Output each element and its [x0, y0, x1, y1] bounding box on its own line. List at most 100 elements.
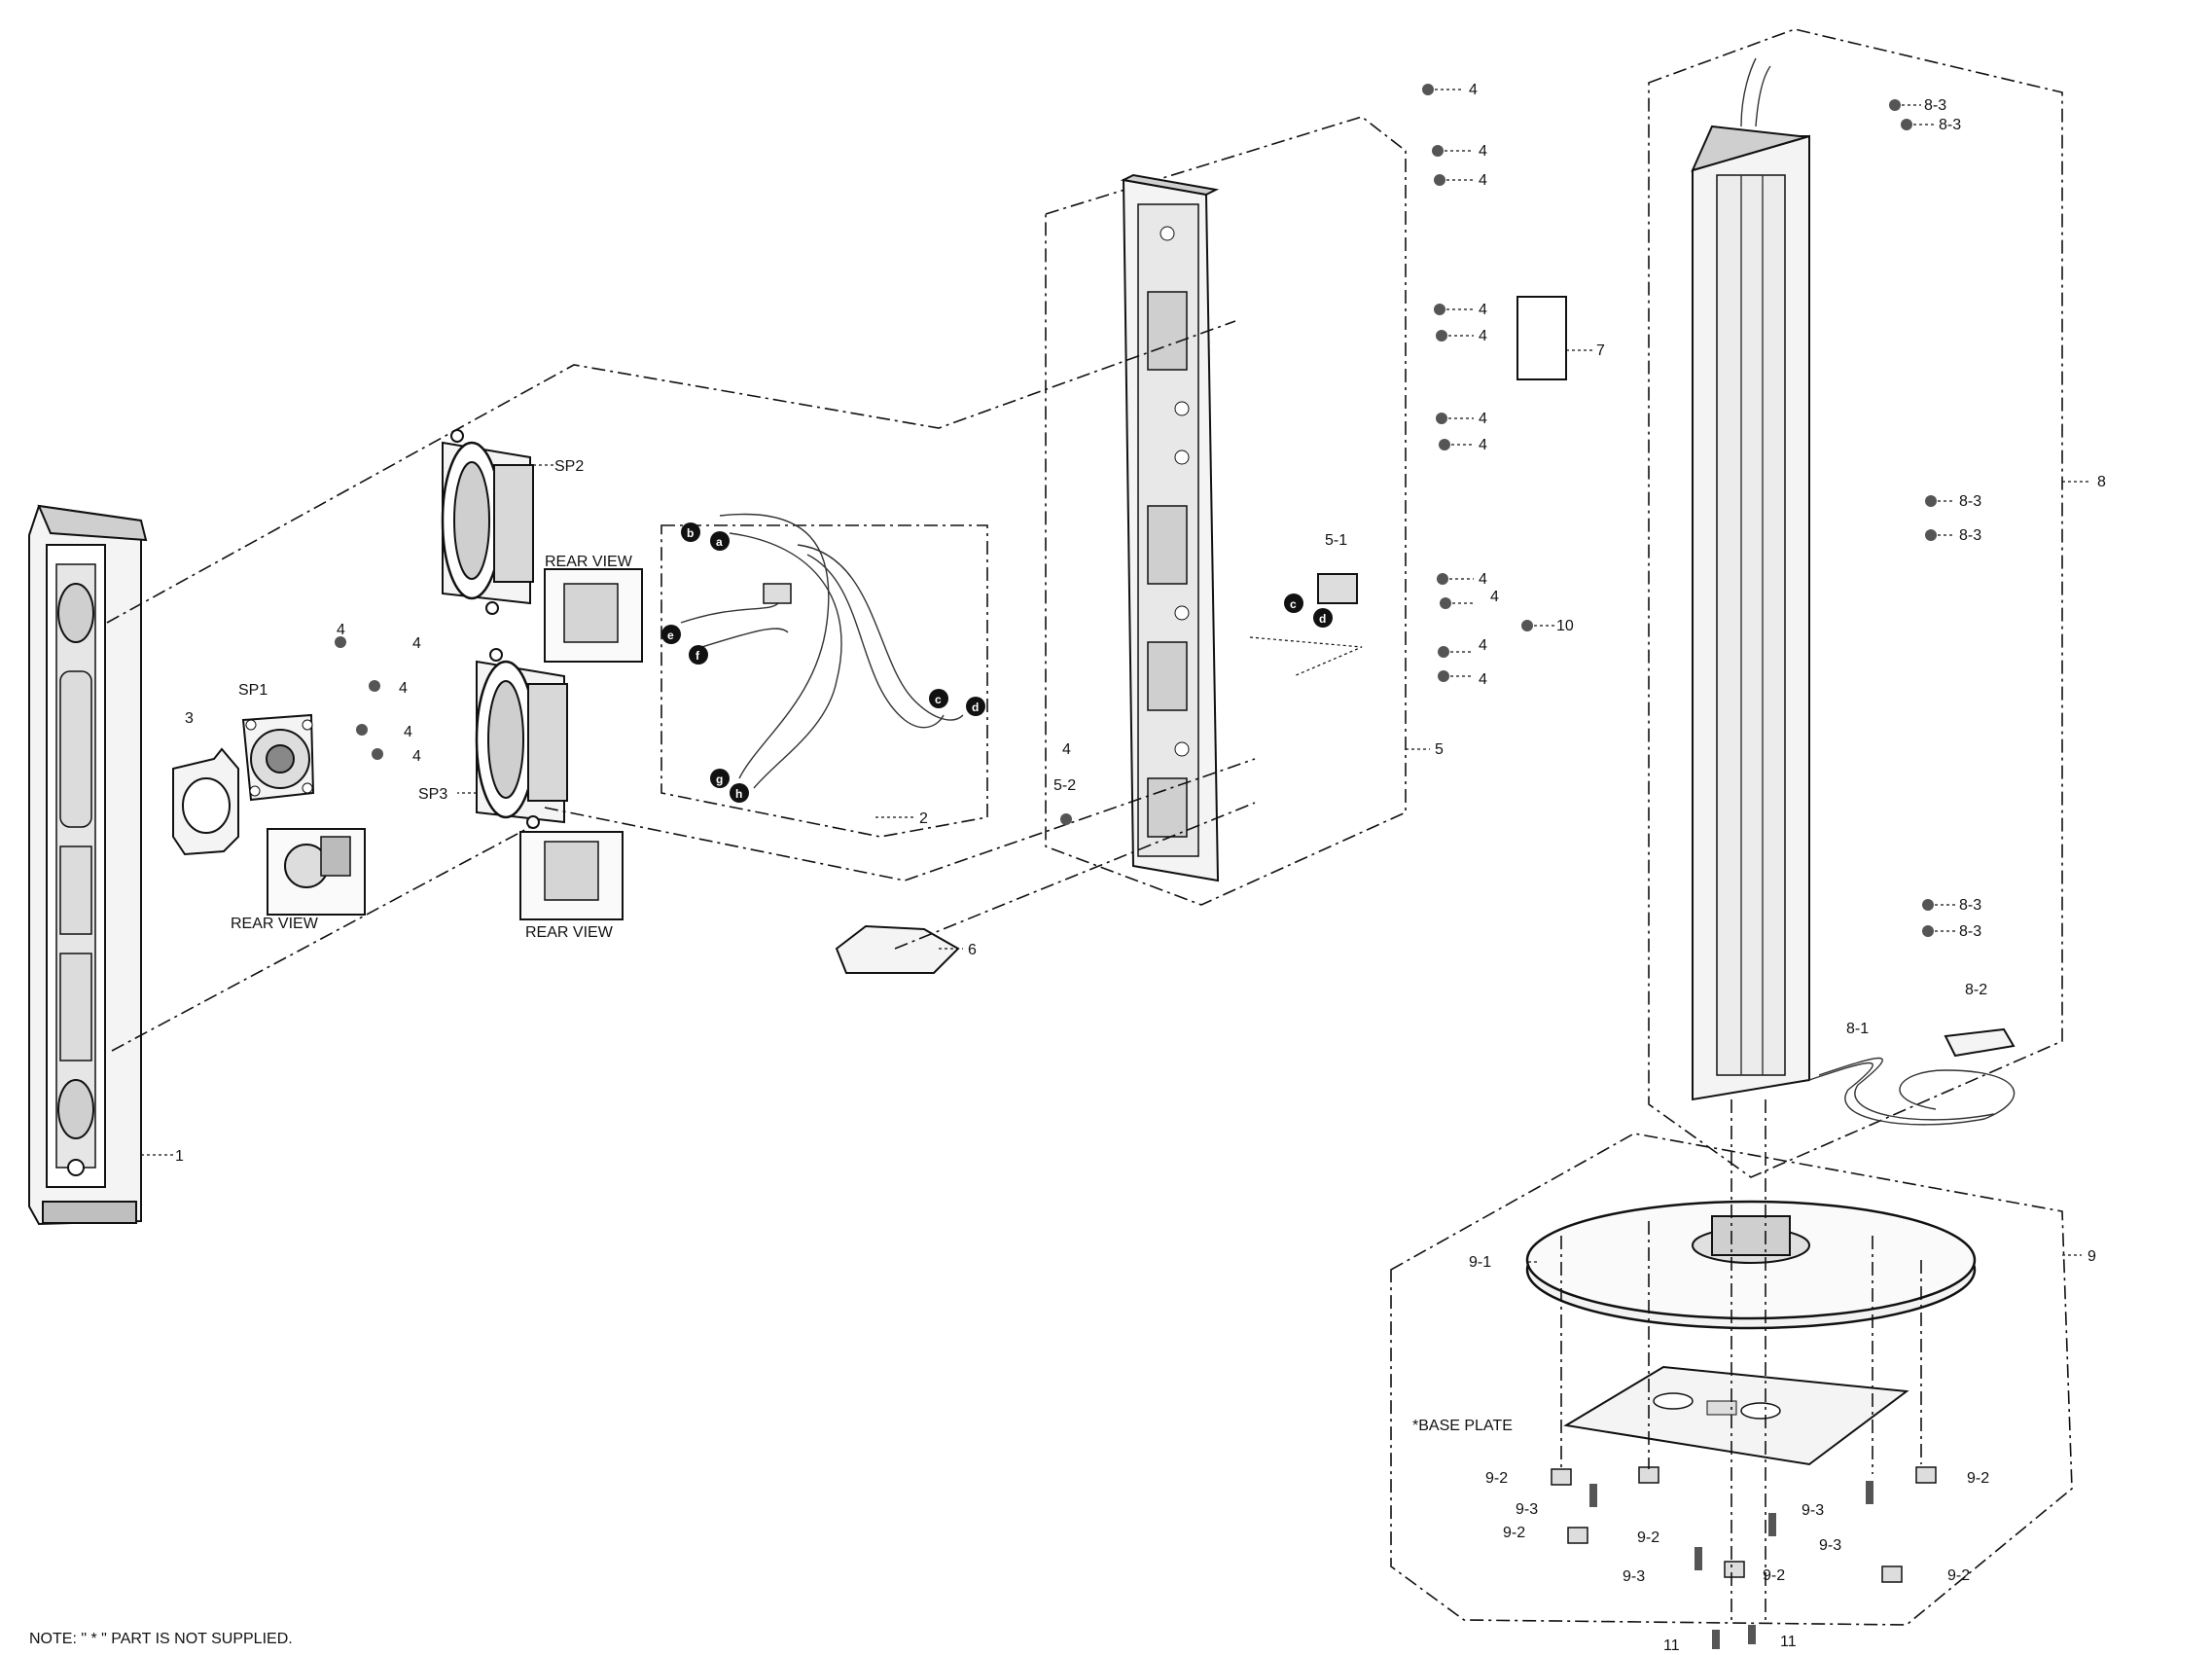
label-rear-view-sp2: REAR VIEW — [545, 554, 633, 570]
callout-4: 4 — [404, 724, 412, 740]
callout-9-2: 9-2 — [1637, 1529, 1659, 1546]
callout-6: 6 — [968, 942, 977, 958]
footnote: NOTE: " * " PART IS NOT SUPPLIED. — [29, 1631, 293, 1647]
callout-4: 4 — [1490, 589, 1499, 605]
marker-d — [966, 697, 985, 716]
callout-2: 2 — [919, 810, 928, 827]
assembly-lines — [106, 320, 1922, 1625]
callout-4: 4 — [1479, 671, 1487, 688]
part-1-front-grille — [28, 504, 148, 1226]
callout-8-3: 8-3 — [1959, 897, 1981, 914]
marker-b — [681, 522, 700, 542]
marker-h — [730, 783, 749, 803]
label-base-plate: *BASE PLATE — [1412, 1418, 1513, 1434]
callout-1: 1 — [175, 1148, 184, 1165]
sp2-rear-view-inset — [544, 568, 643, 663]
callout-9: 9 — [2087, 1248, 2096, 1265]
callout-4: 4 — [399, 680, 408, 697]
callout-9-1: 9-1 — [1469, 1254, 1491, 1271]
marker-e — [661, 625, 681, 644]
marker-c2 — [1284, 594, 1303, 613]
callout-4: 4 — [337, 622, 345, 638]
leader-lines — [141, 89, 2091, 1263]
marker-d-label: d — [972, 701, 979, 714]
callout-3: 3 — [185, 710, 194, 727]
callout-8-3: 8-3 — [1924, 97, 1946, 114]
callout-9-2: 9-2 — [1947, 1567, 1970, 1584]
callout-11: 11 — [1780, 1634, 1797, 1650]
marker-d2-label: d — [1319, 612, 1326, 626]
label-rear-view-sp1: REAR VIEW — [231, 916, 319, 932]
marker-a-label: a — [716, 535, 723, 549]
sp3-rear-view-inset — [519, 831, 624, 920]
callout-9-3: 9-3 — [1802, 1502, 1824, 1519]
part-5-1-terminal — [1249, 573, 1363, 677]
part-2-wire-harness — [660, 513, 988, 838]
callout-4: 4 — [1479, 437, 1487, 453]
marker-b-label: b — [687, 526, 694, 540]
base-plate — [1563, 1365, 1909, 1466]
part-8-2-connector — [1944, 1027, 2016, 1058]
marker-d2 — [1313, 608, 1333, 628]
marker-e-label: e — [667, 629, 674, 642]
callout-4: 4 — [1479, 411, 1487, 427]
sp3-speaker — [475, 648, 568, 829]
callout-4: 4 — [1469, 82, 1478, 98]
callout-8-2: 8-2 — [1965, 982, 1987, 998]
marker-f — [689, 645, 708, 665]
callout-8-3: 8-3 — [1959, 527, 1981, 544]
part-9-base-assembly — [1390, 1133, 2073, 1626]
base-feet-and-screws — [1551, 1466, 1937, 1649]
label-sp2: SP2 — [554, 458, 584, 475]
part-7-label — [1516, 296, 1567, 380]
callout-9-3: 9-3 — [1623, 1568, 1645, 1585]
callout-5-1: 5-1 — [1325, 532, 1347, 549]
part-3-gasket — [172, 747, 239, 856]
label-sp1: SP1 — [238, 682, 268, 699]
part-8-1-cable — [1808, 1057, 2016, 1126]
sp1-tweeter — [241, 713, 315, 802]
callout-5: 5 — [1435, 741, 1444, 758]
callout-9-3: 9-3 — [1819, 1537, 1841, 1554]
callout-8-3: 8-3 — [1939, 117, 1961, 133]
marker-g — [710, 769, 730, 788]
callout-4: 4 — [412, 635, 421, 652]
marker-h-label: h — [735, 787, 742, 801]
callout-9-2: 9-2 — [1967, 1470, 1989, 1487]
marker-a — [710, 531, 730, 551]
callout-8: 8 — [2097, 474, 2106, 490]
callout-4: 4 — [1479, 328, 1487, 344]
marker-c-label: c — [935, 693, 942, 706]
callout-4: 4 — [1479, 302, 1487, 318]
callout-8-3: 8-3 — [1959, 923, 1981, 940]
marker-c2-label: c — [1290, 597, 1297, 611]
wire-markers: b a e f c d g h c d — [661, 522, 1333, 803]
callout-9-2: 9-2 — [1485, 1470, 1508, 1487]
part-5-cabinet — [1045, 116, 1407, 906]
callout-labels: 1 2 3 4 4 4 4 4 4 4 4 4 4 4 4 4 4 4 4 4 … — [175, 82, 2106, 1654]
part-6-pad — [835, 924, 960, 974]
marker-f-label: f — [696, 649, 700, 663]
callout-10: 10 — [1556, 618, 1574, 634]
callout-4: 4 — [1479, 143, 1487, 160]
callout-5-2: 5-2 — [1053, 777, 1076, 794]
callout-9-2: 9-2 — [1763, 1567, 1785, 1584]
label-rear-view-sp3: REAR VIEW — [525, 924, 614, 941]
callout-11: 11 — [1663, 1637, 1680, 1654]
callout-9-2: 9-2 — [1503, 1525, 1525, 1541]
callout-9-3: 9-3 — [1516, 1501, 1538, 1518]
callout-8-1: 8-1 — [1846, 1021, 1869, 1037]
callout-8-3: 8-3 — [1959, 493, 1981, 510]
sp2-speaker — [441, 429, 534, 615]
callout-4: 4 — [1479, 571, 1487, 588]
label-sp3: SP3 — [418, 786, 447, 803]
sp1-rear-view-inset — [267, 828, 366, 916]
screw-icons — [335, 84, 1937, 937]
callout-4: 4 — [1479, 637, 1487, 654]
callout-7: 7 — [1596, 342, 1605, 359]
marker-c — [929, 689, 948, 708]
callout-4: 4 — [1062, 741, 1071, 758]
marker-g-label: g — [716, 773, 723, 786]
callout-4: 4 — [412, 748, 421, 765]
